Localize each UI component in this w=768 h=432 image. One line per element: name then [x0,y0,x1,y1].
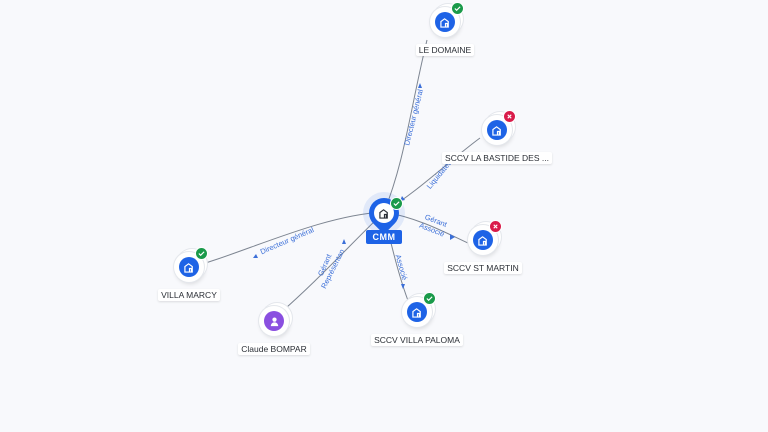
arrow-icon [342,239,346,244]
company-bubble[interactable] [174,247,208,282]
status-active-icon [423,292,436,305]
node-name[interactable]: Claude BOMPAR [238,343,310,355]
company-bubble[interactable] [482,110,516,145]
edge-label-claude-bompar-2: Représentant [0,0,346,290]
node-label: SCCV VILLA PALOMA [337,330,497,348]
status-closed-icon [489,220,502,233]
node-name[interactable]: SCCV ST MARTIN [444,262,522,274]
status-active-icon [195,247,208,260]
node-label: VILLA MARCY [109,285,269,303]
arrow-icon [450,234,455,240]
building-icon [487,120,507,140]
building-icon [435,12,455,32]
arrow-icon [253,254,258,258]
center-node-label[interactable]: CMM [366,230,402,244]
arrow-icon [401,284,405,289]
node-name[interactable]: SCCV VILLA PALOMA [371,334,463,346]
status-active-icon [390,197,403,210]
node-name[interactable]: VILLA MARCY [158,289,220,301]
building-icon [407,302,427,322]
status-active-icon [451,2,464,15]
company-bubble[interactable] [430,2,464,37]
building-icon [179,257,199,277]
person-icon [264,311,284,331]
node-name[interactable]: LE DOMAINE [415,44,475,56]
node-name[interactable]: SCCV LA BASTIDE DES ... [442,152,552,164]
company-bubble[interactable] [468,220,502,255]
edge-label-le-domaine: Directeur général [402,88,425,146]
node-label: SCCV LA BASTIDE DES ... [417,148,577,166]
building-icon [473,230,493,250]
status-closed-icon [503,110,516,123]
person-bubble[interactable] [259,306,289,336]
node-label: LE DOMAINE [365,40,525,58]
node-label: SCCV ST MARTIN [403,258,563,276]
node-label: Claude BOMPAR [194,339,354,357]
arrow-icon [418,83,422,88]
building-icon [374,203,394,223]
edge-label-villa-marcy: Directeur général [259,225,316,256]
company-bubble[interactable] [402,292,436,327]
